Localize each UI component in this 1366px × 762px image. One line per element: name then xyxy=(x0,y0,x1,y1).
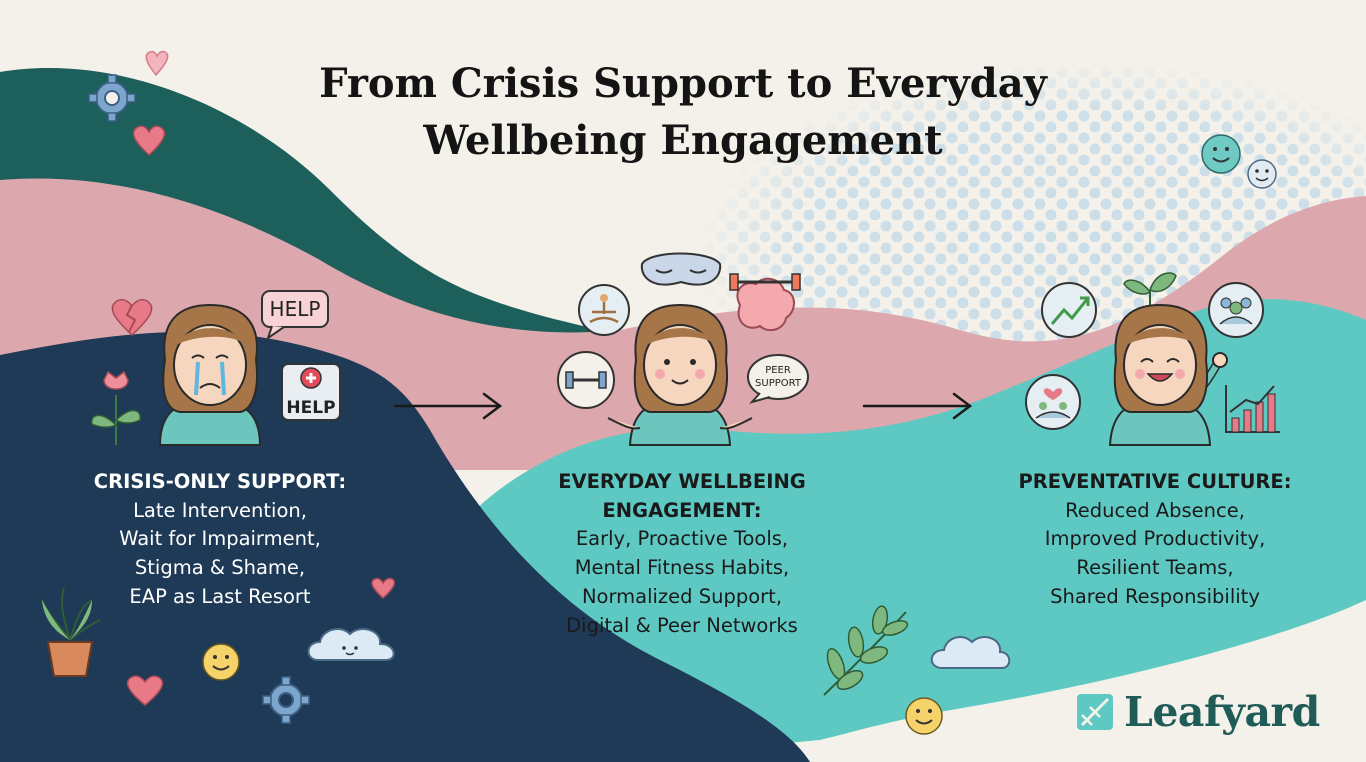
section-heading-line1: EVERYDAY WELLBEING xyxy=(558,470,806,493)
happy-person-illustration xyxy=(607,303,753,446)
title-line1: From Crisis Support to Everyday xyxy=(319,60,1047,107)
arrow-right-icon xyxy=(393,392,503,420)
brand-logo: Leafyard xyxy=(1076,684,1320,740)
section-line: Early, Proactive Tools, xyxy=(575,527,789,551)
growth-chart-icon xyxy=(1041,282,1097,338)
cloud-icon xyxy=(307,627,395,661)
section-line: Reduced Absence, xyxy=(1065,498,1245,522)
smiley-icon xyxy=(1201,134,1241,174)
heart-icon xyxy=(132,125,166,157)
section-heading: CRISIS-ONLY SUPPORT: xyxy=(93,470,347,493)
section-line: Resilient Teams, xyxy=(1076,556,1234,580)
title-line2: Wellbeing Engagement xyxy=(423,117,943,164)
everyday-wellbeing-section: EVERYDAY WELLBEING ENGAGEMENT: Early, Pr… xyxy=(482,468,882,640)
brand-name: Leafyard xyxy=(1124,688,1320,736)
section-line: Improved Productivity, xyxy=(1044,527,1266,551)
bar-chart-icon xyxy=(1225,385,1280,433)
section-heading-line2: ENGAGEMENT: xyxy=(602,498,762,522)
broken-heart-icon xyxy=(111,298,153,337)
peer-support-line1: PEER xyxy=(765,365,791,376)
gear-icon xyxy=(262,676,310,724)
sleep-mask-icon xyxy=(640,252,722,286)
peer-support-bubble: PEER SUPPORT xyxy=(747,354,809,404)
crying-person-illustration xyxy=(158,303,262,446)
leaf-branch-icon xyxy=(823,605,909,696)
heart-icon xyxy=(371,577,396,600)
leaf-logo-icon xyxy=(1077,694,1113,730)
brain-dumbbell-icon xyxy=(729,273,801,332)
section-line: EAP as Last Resort xyxy=(129,584,311,608)
crisis-only-support-section: CRISIS-ONLY SUPPORT: Late Intervention, … xyxy=(40,468,400,612)
section-line: Stigma & Shame, xyxy=(134,556,306,580)
section-line: Wait for Impairment, xyxy=(119,527,321,551)
smiley-icon xyxy=(1247,159,1277,189)
help-speech-text: HELP xyxy=(270,297,321,321)
cheering-person-illustration xyxy=(1108,303,1228,446)
arrow-right-icon xyxy=(862,392,973,420)
section-line: Digital & Peer Networks xyxy=(566,613,798,637)
flower-icon xyxy=(91,370,141,445)
help-speech-bubble: HELP xyxy=(261,290,329,341)
peer-support-line2: SUPPORT xyxy=(755,378,802,389)
section-line: Mental Fitness Habits, xyxy=(574,556,790,580)
team-icon xyxy=(1025,374,1081,430)
meditation-icon xyxy=(578,284,630,336)
smiley-icon xyxy=(905,697,943,735)
section-line: Normalized Support, xyxy=(581,584,783,608)
potted-plant-icon xyxy=(41,587,101,677)
page-title: From Crisis Support to Everyday Wellbein… xyxy=(183,55,1183,169)
section-heading: PREVENTATIVE CULTURE: xyxy=(1018,470,1292,493)
section-line: Shared Responsibility xyxy=(1050,584,1260,608)
cloud-icon xyxy=(930,635,1011,669)
section-line: Late Intervention, xyxy=(133,498,307,522)
gear-icon xyxy=(88,74,136,122)
dumbbell-icon xyxy=(557,351,615,409)
help-sign: HELP xyxy=(281,363,341,421)
team-icon xyxy=(1208,282,1264,338)
smiley-icon xyxy=(202,643,240,681)
help-sign-text: HELP xyxy=(286,398,335,418)
heart-icon xyxy=(145,50,169,77)
heart-icon xyxy=(126,675,164,706)
preventative-culture-section: PREVENTATIVE CULTURE: Reduced Absence, I… xyxy=(955,468,1355,612)
